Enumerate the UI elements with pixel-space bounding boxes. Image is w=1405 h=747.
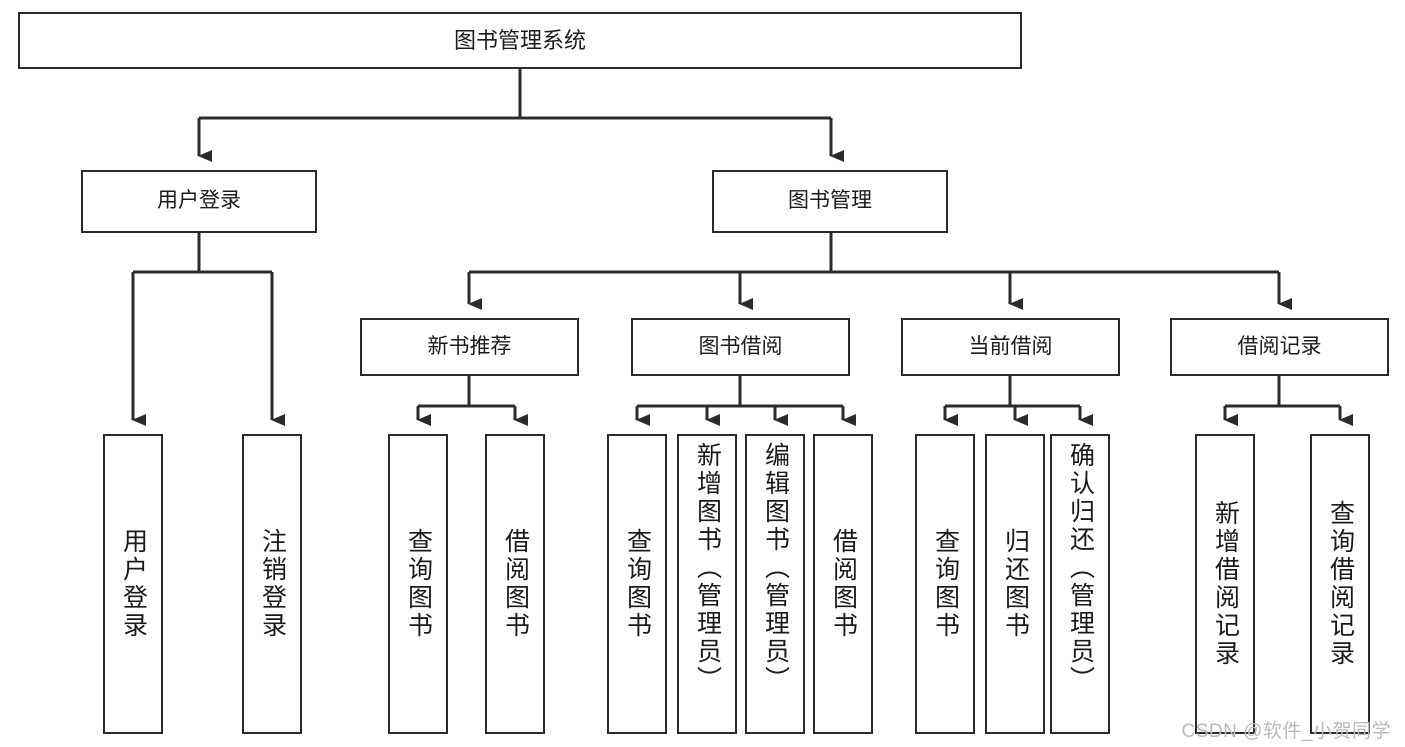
node-book-borrow[interactable]: 图书借阅 — [631, 318, 850, 376]
node-label: 编辑图书（管理员） — [761, 442, 790, 694]
node-label: 图书管理系统 — [453, 27, 586, 53]
node-label: 当前借阅 — [968, 334, 1053, 358]
node-label: 查询借阅记录 — [1326, 500, 1355, 668]
node-label: 图书管理 — [788, 189, 872, 213]
node-current-borrow[interactable]: 当前借阅 — [901, 318, 1120, 376]
node-label: 归还图书 — [1001, 528, 1030, 640]
leaf-current-borrow-query-book[interactable]: 查询图书 — [915, 434, 975, 734]
node-label: 借阅图书 — [501, 528, 530, 640]
node-root-book-management-system[interactable]: 图书管理系统 — [18, 12, 1022, 69]
node-label: 查询图书 — [931, 528, 960, 640]
node-label: 借阅记录 — [1237, 334, 1322, 358]
node-label: 用户登录 — [119, 528, 148, 640]
node-label: 注销登录 — [258, 528, 287, 640]
node-label: 新书推荐 — [427, 334, 512, 358]
node-label: 查询图书 — [404, 528, 433, 640]
leaf-user-login-logout[interactable]: 注销登录 — [242, 434, 302, 734]
leaf-book-borrow-edit-book-admin[interactable]: 编辑图书（管理员） — [745, 434, 805, 734]
node-label: 新增图书（管理员） — [693, 442, 722, 694]
node-user-login[interactable]: 用户登录 — [81, 170, 317, 233]
node-label: 借阅图书 — [829, 528, 858, 640]
leaf-new-book-query-book[interactable]: 查询图书 — [388, 434, 448, 734]
leaf-user-login-login[interactable]: 用户登录 — [103, 434, 163, 734]
node-book-management[interactable]: 图书管理 — [712, 170, 948, 233]
leaf-book-borrow-query-book[interactable]: 查询图书 — [607, 434, 667, 734]
leaf-new-book-borrow-book[interactable]: 借阅图书 — [485, 434, 545, 734]
node-label: 用户登录 — [157, 189, 241, 213]
node-label: 确认归还（管理员） — [1066, 442, 1095, 694]
leaf-borrow-record-add-record[interactable]: 新增借阅记录 — [1195, 434, 1255, 734]
watermark-text: CSDN @软件_小贺同学 — [1181, 721, 1391, 742]
node-label: 新增借阅记录 — [1211, 500, 1240, 668]
node-label: 查询图书 — [623, 528, 652, 640]
node-new-book-recommend[interactable]: 新书推荐 — [360, 318, 579, 376]
leaf-book-borrow-add-book-admin[interactable]: 新增图书（管理员） — [677, 434, 737, 734]
leaf-current-borrow-confirm-return-admin[interactable]: 确认归还（管理员） — [1050, 434, 1110, 734]
node-label: 图书借阅 — [698, 334, 783, 358]
leaf-book-borrow-borrow-book[interactable]: 借阅图书 — [813, 434, 873, 734]
node-borrow-record[interactable]: 借阅记录 — [1170, 318, 1389, 376]
leaf-current-borrow-return-book[interactable]: 归还图书 — [985, 434, 1045, 734]
leaf-borrow-record-query-record[interactable]: 查询借阅记录 — [1310, 434, 1370, 734]
